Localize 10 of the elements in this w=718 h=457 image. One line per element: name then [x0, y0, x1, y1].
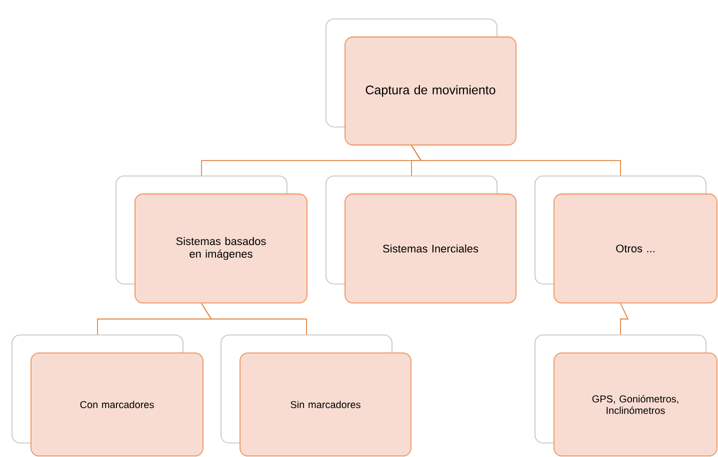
process-box: Sistemas Inerciales: [344, 194, 516, 304]
process-box: Sistemas basados en imágenes: [134, 194, 308, 304]
process-box: Sin marcadores: [240, 352, 412, 456]
process-box: Otros ...: [554, 194, 718, 304]
connector-line: [201, 303, 307, 336]
process-box: Con marcadores: [30, 352, 204, 456]
process-box: Captura de movimiento: [344, 36, 516, 146]
connector-line: [620, 303, 629, 336]
connector-line: [411, 145, 621, 176]
process-box: GPS, Goniómetros, Inclinómetros: [554, 352, 718, 456]
